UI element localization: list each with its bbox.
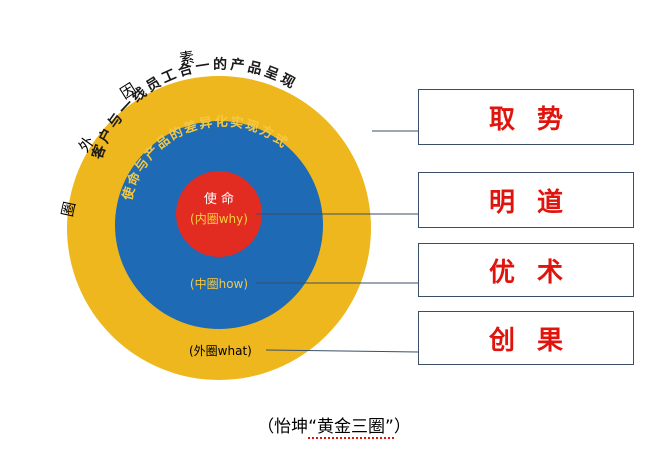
box-label: 创果 bbox=[488, 325, 585, 356]
caption-suffix: ） bbox=[393, 417, 411, 437]
caption-prefix: （怡坤 bbox=[257, 417, 309, 437]
caption-underlined: “黄金三圈” bbox=[308, 417, 394, 439]
middle-how-label: (中圈how) bbox=[190, 276, 248, 291]
box-label: 优术 bbox=[488, 257, 585, 288]
connector-line-4 bbox=[265, 349, 419, 353]
outer-what-label: (外圈what) bbox=[189, 344, 252, 358]
box-label: 取势 bbox=[488, 104, 585, 135]
box-qushi: 取势 bbox=[418, 89, 634, 145]
core-circle bbox=[176, 171, 262, 257]
core-why-label: (内圈why) bbox=[190, 212, 248, 226]
box-chuangguo: 创果 bbox=[418, 311, 634, 365]
box-label: 明道 bbox=[488, 187, 585, 218]
figure-caption: （怡坤“黄金三圈”） bbox=[0, 412, 668, 439]
box-mingdao: 明道 bbox=[418, 172, 634, 228]
box-youshu: 优术 bbox=[418, 243, 634, 297]
core-title: 使 命 bbox=[204, 191, 234, 207]
